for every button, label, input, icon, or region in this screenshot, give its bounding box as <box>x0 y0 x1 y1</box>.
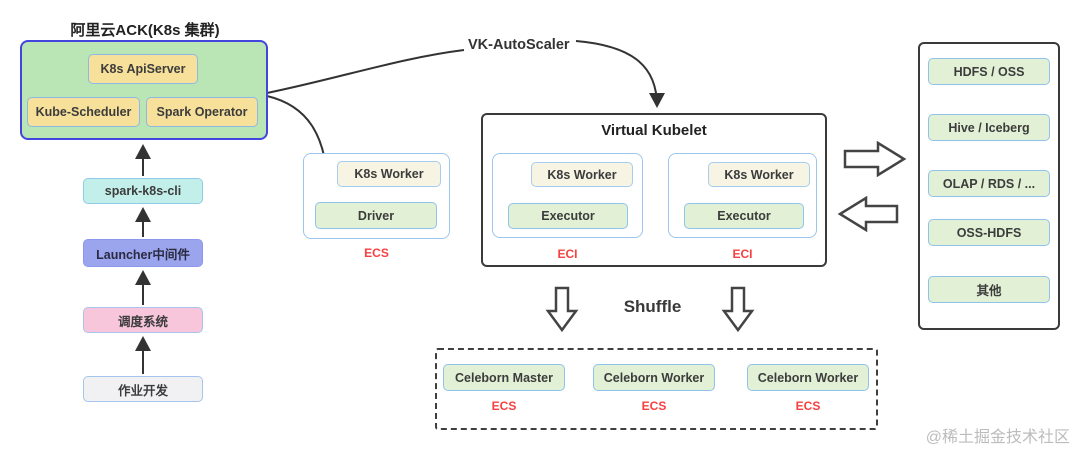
shuffle-label: Shuffle <box>623 297 682 316</box>
eci-2-k8s-worker-box: K8s Worker <box>708 162 810 187</box>
celeborn-master-box: Celeborn Master <box>443 364 565 391</box>
spark-k8s-cli-box: spark-k8s-cli <box>83 178 203 204</box>
eci-node-2-tag: ECI <box>732 247 753 261</box>
eci-1-k8s-worker-box: K8s Worker <box>531 162 633 187</box>
storage-item-other: 其他 <box>928 276 1050 303</box>
storage-item-olap-rds: OLAP / RDS / ... <box>928 170 1050 197</box>
celeborn-worker-2-box: Celeborn Worker <box>747 364 869 391</box>
ecs-driver-node-tag: ECS <box>364 246 389 260</box>
curve-vk-autoscaler-to-virtual-kubelet <box>575 40 665 108</box>
celeborn-worker-1-box: Celeborn Worker <box>593 364 715 391</box>
launcher-middleware-box: Launcher中间件 <box>83 239 203 267</box>
celeborn-worker-2-tag: ECS <box>795 399 821 413</box>
shuffle-down-arrow-right-icon <box>721 286 755 333</box>
storage-item-hdfs-oss: HDFS / OSS <box>928 58 1050 85</box>
block-arrow-left-icon <box>837 195 899 233</box>
eci-1-executor-box: Executor <box>508 203 628 229</box>
shuffle-down-arrow-left-icon <box>545 286 579 333</box>
k8s-apiserver-box: K8s ApiServer <box>88 54 198 84</box>
scheduling-system-box: 调度系统 <box>83 307 203 333</box>
vk-autoscaler-label: VK-AutoScaler <box>468 37 570 53</box>
ack-cluster-title: 阿里云ACK(K8s 集群) <box>70 22 220 39</box>
driver-box: Driver <box>315 202 437 229</box>
storage-item-oss-hdfs: OSS-HDFS <box>928 219 1050 246</box>
virtual-kubelet-title: Virtual Kubelet <box>601 122 707 139</box>
block-arrow-right-icon <box>843 140 907 178</box>
curve-ack-to-vk-autoscaler <box>266 49 465 94</box>
kube-scheduler-box: Kube-Scheduler <box>27 97 140 127</box>
ecs-k8s-worker-box: K8s Worker <box>337 161 441 187</box>
eci-2-executor-box: Executor <box>684 203 804 229</box>
spark-operator-box: Spark Operator <box>146 97 258 127</box>
job-development-box: 作业开发 <box>83 376 203 402</box>
celeborn-master-tag: ECS <box>491 399 517 413</box>
eci-node-1-tag: ECI <box>557 247 578 261</box>
watermark: @稀土掘金技术社区 <box>925 429 1070 446</box>
storage-item-hive-iceberg: Hive / Iceberg <box>928 114 1050 141</box>
celeborn-worker-1-tag: ECS <box>641 399 667 413</box>
